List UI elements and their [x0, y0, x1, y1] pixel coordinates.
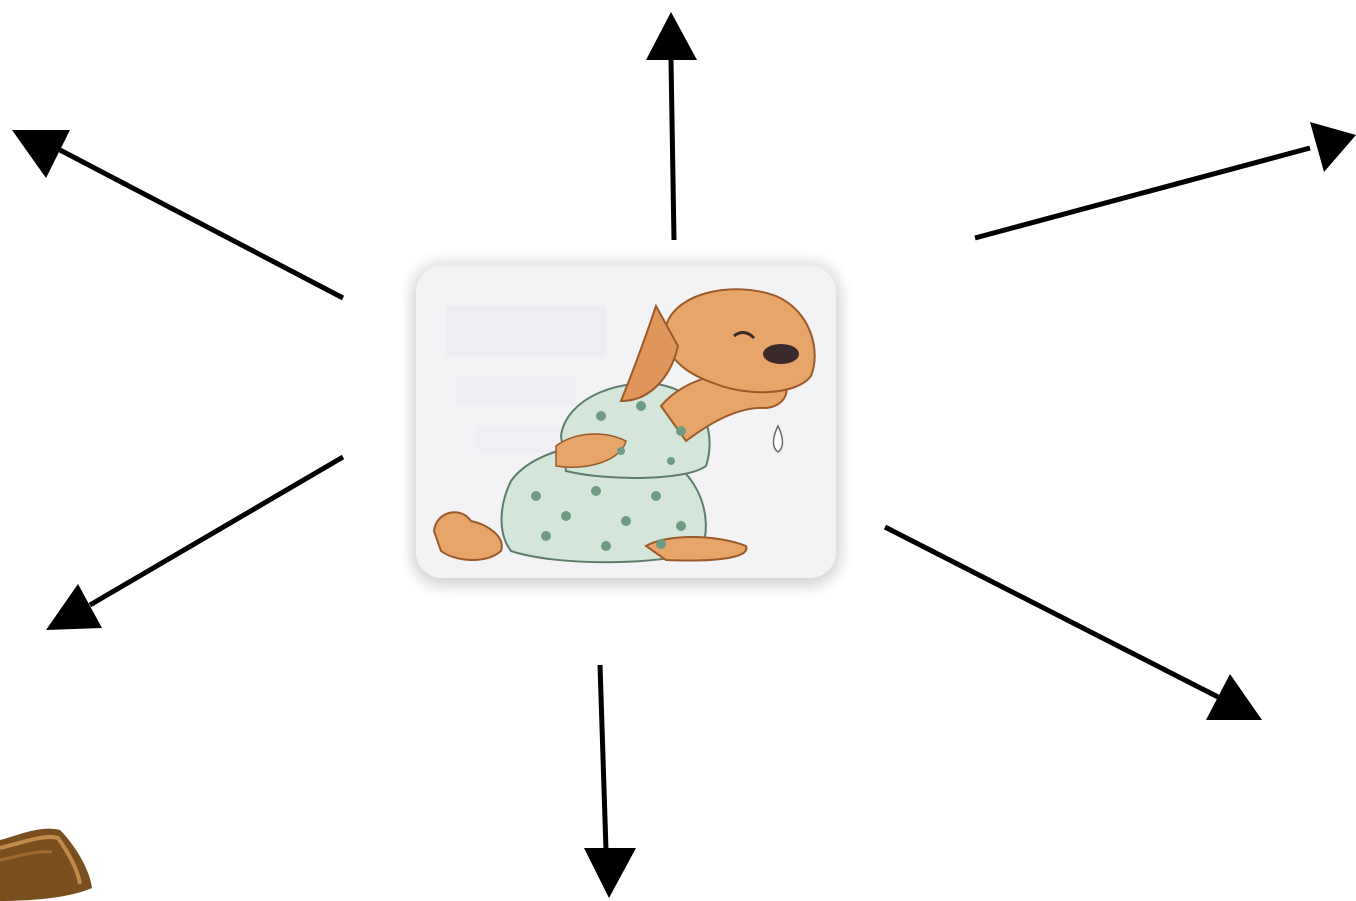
book-object-icon — [0, 800, 100, 901]
crying-dog-illustration — [416, 266, 836, 578]
arrow-up — [646, 12, 697, 240]
arrow-up-left — [12, 130, 343, 298]
arrow-down-right — [885, 527, 1262, 720]
arrow-down — [584, 665, 636, 898]
center-image-card — [416, 266, 836, 578]
arrow-down-left — [46, 457, 343, 630]
arrow-up-right — [975, 122, 1356, 238]
